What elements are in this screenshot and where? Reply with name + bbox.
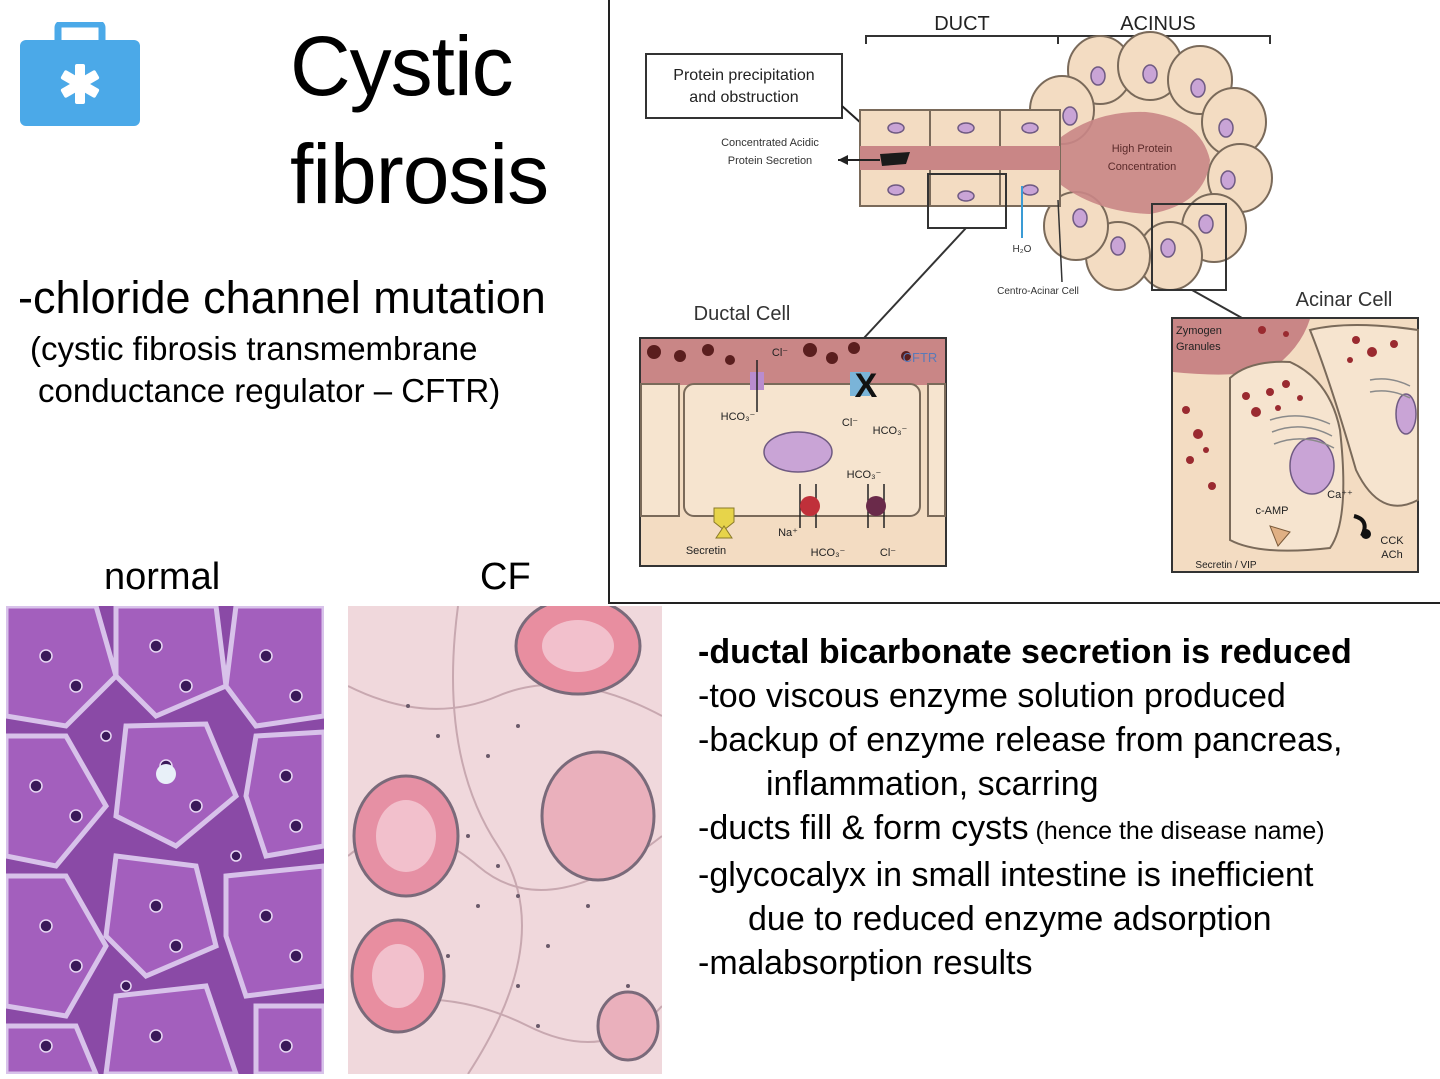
high-protein-line-2: Concentration	[1108, 161, 1177, 173]
finding-bicarbonate: -ductal bicarbonate secretion is reduced	[698, 633, 1352, 671]
ductal-cell-inset: X CFTR Cl⁻ HCO₃⁻ Cl⁻ HCO₃⁻ HCO₃⁻ Secreti…	[639, 337, 947, 567]
normal-label: normal	[104, 556, 221, 598]
acinar-cell-inset: Zymogen Granules c-AMP Ca⁺⁺ CCK ACh Secr…	[1171, 317, 1419, 573]
normal-pancreas-micrograph	[3, 603, 327, 1077]
finding-cysts-note: (hence the disease name)	[1028, 817, 1325, 845]
camp-label: c-AMP	[1256, 505, 1289, 517]
medical-kit-icon	[18, 20, 142, 128]
hco3-bottom-label: HCO₃⁻	[811, 547, 846, 559]
cck-label: CCK	[1380, 535, 1404, 547]
na-label: Na⁺	[778, 527, 798, 539]
secretion-line-1: Concentrated Acidic	[721, 137, 819, 149]
secretin-label: Secretin	[686, 545, 726, 557]
protein-precipitation-box	[645, 53, 843, 119]
zymogen-line-1: Zymogen	[1176, 325, 1222, 337]
finding-glycocalyx-cont: due to reduced enzyme adsorption	[748, 900, 1272, 938]
cl-bottom-label: Cl⁻	[880, 547, 896, 559]
protein-box-line-1: Protein precipitation	[673, 67, 814, 84]
high-protein-line-1: High Protein	[1112, 143, 1173, 155]
title-line-2: fibrosis	[290, 127, 549, 221]
bullet-cftr-line-2: conductance regulator – CFTR)	[38, 372, 501, 409]
duct-tube	[859, 109, 1061, 207]
cftr-label: CFTR	[903, 350, 938, 365]
title-line-1: Cystic	[290, 19, 514, 113]
cf-pancreas-micrograph	[347, 596, 663, 1075]
cl-top-label: Cl⁻	[772, 347, 788, 359]
centro-acinar-label: Centro-Acinar Cell	[997, 286, 1079, 297]
hco3-mid-label: HCO₃⁻	[847, 469, 882, 481]
ductal-cell-label: Ductal Cell	[694, 303, 791, 325]
secretin-vip-label: Secretin / VIP	[1195, 560, 1256, 571]
ca-label: Ca⁺⁺	[1327, 489, 1353, 501]
pancreas-duct-diagram: DUCT ACINUS Protein precipitation and ob…	[608, 0, 1440, 604]
acinus-label: ACINUS	[1120, 13, 1196, 35]
finding-backup-cont: inflammation, scarring	[766, 765, 1099, 803]
hco3-left-label: HCO₃⁻	[721, 411, 756, 423]
cf-label: CF	[480, 556, 531, 598]
finding-cysts-main: -ducts fill & form cysts	[698, 809, 1029, 847]
duct-label: DUCT	[934, 13, 990, 35]
duct-bracket	[865, 35, 1271, 44]
slide-title: Cystic fibrosis	[290, 12, 549, 228]
finding-viscous: -too viscous enzyme solution produced	[698, 677, 1286, 715]
bullet-chloride-mutation: -chloride channel mutation	[18, 272, 546, 323]
finding-malabsorption: -malabsorption results	[698, 944, 1033, 982]
bullet-cftr-line-1: (cystic fibrosis transmembrane	[30, 330, 478, 367]
protein-box-line-2: and obstruction	[689, 89, 798, 106]
h2o-label: H₂O	[1013, 244, 1032, 255]
finding-backup: -backup of enzyme release from pancreas,	[698, 721, 1343, 759]
finding-glycocalyx: -glycocalyx in small intestine is ineffi…	[698, 856, 1314, 894]
cl-mid-label: Cl⁻	[842, 417, 858, 429]
acinar-cell-label: Acinar Cell	[1296, 289, 1393, 311]
findings-list: -ductal bicarbonate secretion is reduced…	[698, 630, 1352, 985]
zymogen-line-2: Granules	[1176, 341, 1221, 353]
finding-cysts: -ducts fill & form cysts (hence the dise…	[698, 806, 1352, 853]
acinus-cells	[1029, 31, 1273, 291]
secretion-line-2: Protein Secretion	[728, 155, 812, 167]
hco3-right-label: HCO₃⁻	[873, 425, 908, 437]
ach-label: ACh	[1381, 549, 1402, 561]
cftr-blocked-x: X	[855, 367, 878, 405]
